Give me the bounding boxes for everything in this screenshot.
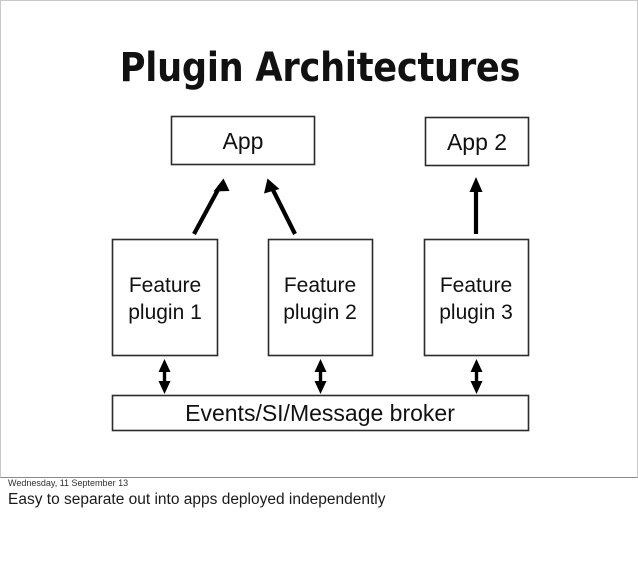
- feature-plugin-3-label-line2: plugin 3: [439, 301, 513, 324]
- node-app2[interactable]: App 2: [424, 116, 530, 167]
- connector-plugin1-to-broker-icon: [158, 359, 171, 394]
- feature-plugin-1-label-line2: plugin 1: [128, 301, 202, 324]
- app2-box[interactable]: [424, 116, 530, 167]
- app-box-label: App: [223, 128, 264, 154]
- feature-plugin-1-box[interactable]: [111, 238, 219, 357]
- node-feature-plugin-1[interactable]: Feature plugin 1: [111, 238, 219, 357]
- node-feature-plugin-3[interactable]: Feature plugin 3: [423, 238, 530, 357]
- feature-plugin-2-box[interactable]: [267, 238, 374, 357]
- slide-date: Wednesday, 11 September 13: [8, 478, 129, 488]
- page-title: Plugin Architectures: [119, 45, 521, 91]
- connector-plugin1-to-app-icon: [192, 178, 230, 236]
- feature-plugin-1-label-line1: Feature: [129, 274, 201, 297]
- node-app[interactable]: App: [170, 115, 316, 166]
- connector-plugin2-to-app-icon: [264, 178, 297, 235]
- message-broker-label: Events/SI/Message broker: [185, 400, 455, 426]
- feature-plugin-2-label-line1: Feature: [284, 274, 356, 297]
- node-feature-plugin-2[interactable]: Feature plugin 2: [267, 238, 374, 357]
- feature-plugin-3-box[interactable]: [423, 238, 530, 357]
- connector-plugin3-to-broker-icon: [470, 359, 483, 394]
- feature-plugin-3-label-line1: Feature: [440, 274, 512, 297]
- app2-box-label: App 2: [447, 129, 507, 155]
- message-broker-box[interactable]: [111, 394, 530, 432]
- architecture-diagram: App App 2 Feature plugin 1 Feature plugi…: [111, 115, 530, 432]
- node-message-broker[interactable]: Events/SI/Message broker: [111, 394, 530, 432]
- connector-plugin3-to-app2-icon: [469, 177, 483, 234]
- slide-caption: Easy to separate out into apps deployed …: [8, 491, 386, 508]
- feature-plugin-2-label-line2: plugin 2: [283, 301, 357, 324]
- slide-canvas: Plugin Architectures App App 2 Feature p…: [0, 0, 638, 478]
- connector-plugin2-to-broker-icon: [314, 359, 327, 394]
- app-box[interactable]: [170, 115, 316, 166]
